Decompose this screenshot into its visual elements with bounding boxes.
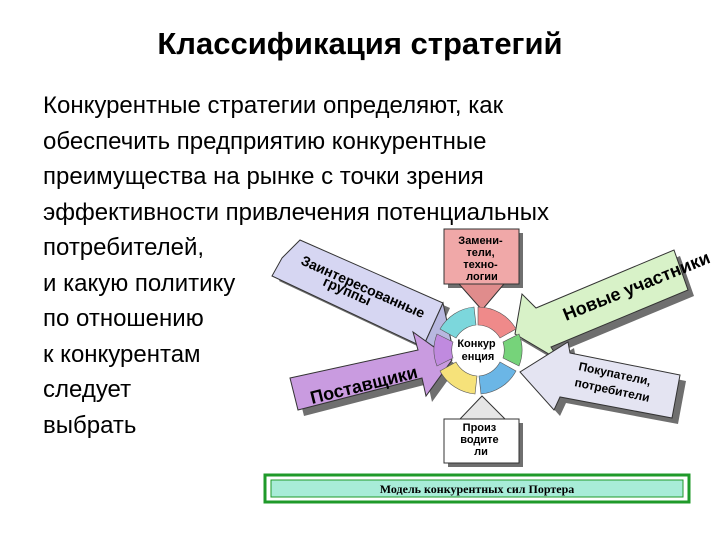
interest-groups-arrow: Заинтересованные группы bbox=[271, 239, 453, 352]
producers-label-1: Произ bbox=[463, 422, 497, 434]
competition-cycle: Конкур енция bbox=[433, 306, 523, 395]
svg-text:Произ водите ли: Произ водите ли bbox=[460, 422, 502, 458]
body-line-5: потребителей, bbox=[43, 234, 205, 261]
body-line-10: выбрать bbox=[43, 411, 137, 439]
competition-label-1: Конкур bbox=[457, 338, 496, 350]
substitutes-arrow: Замени- тели, техно- логии bbox=[443, 228, 523, 311]
substitutes-label-3: техно- bbox=[463, 259, 498, 271]
slide-title: Классификация стратегий bbox=[157, 26, 563, 61]
body-line-6: и какую политику bbox=[43, 269, 236, 297]
caption-bar: Модель конкурентных сил Портера bbox=[263, 473, 691, 504]
body-line-2: обеспечить предприятию конкурентные bbox=[43, 127, 487, 155]
buyers-arrow: Покупатели, потребители bbox=[519, 341, 686, 424]
body-line-3: преимущества на рынке с точки зрения bbox=[43, 163, 484, 190]
body-line-4: эффективности привлечения потенциальных bbox=[43, 198, 550, 226]
caption-text: Модель конкурентных сил Портера bbox=[380, 482, 575, 496]
substitutes-label-4: логии bbox=[466, 271, 498, 283]
competition-label-2: енция bbox=[462, 351, 495, 363]
svg-text:Конкур енция: Конкур енция bbox=[457, 338, 498, 363]
new-entrants-arrow: Новые участники bbox=[514, 247, 713, 366]
producers-label-2: водите bbox=[460, 434, 498, 446]
substitutes-label-2: тели, bbox=[466, 247, 494, 259]
producers-arrow: Произ водите ли bbox=[443, 395, 523, 467]
body-line-9: следует bbox=[43, 376, 132, 403]
body-line-7: по отношению bbox=[43, 305, 204, 332]
producers-label-3: ли bbox=[474, 446, 488, 458]
svg-text:Замени- тели, техн: Замени- тели, техно- логии bbox=[458, 235, 505, 283]
body-text: Конкурентные стратегии определяют, как о… bbox=[43, 88, 549, 443]
substitutes-label-1: Замени- bbox=[458, 235, 503, 247]
body-line-1: Конкурентные стратегии определяют, как bbox=[43, 92, 504, 119]
body-line-8: к конкурентам bbox=[43, 340, 201, 368]
